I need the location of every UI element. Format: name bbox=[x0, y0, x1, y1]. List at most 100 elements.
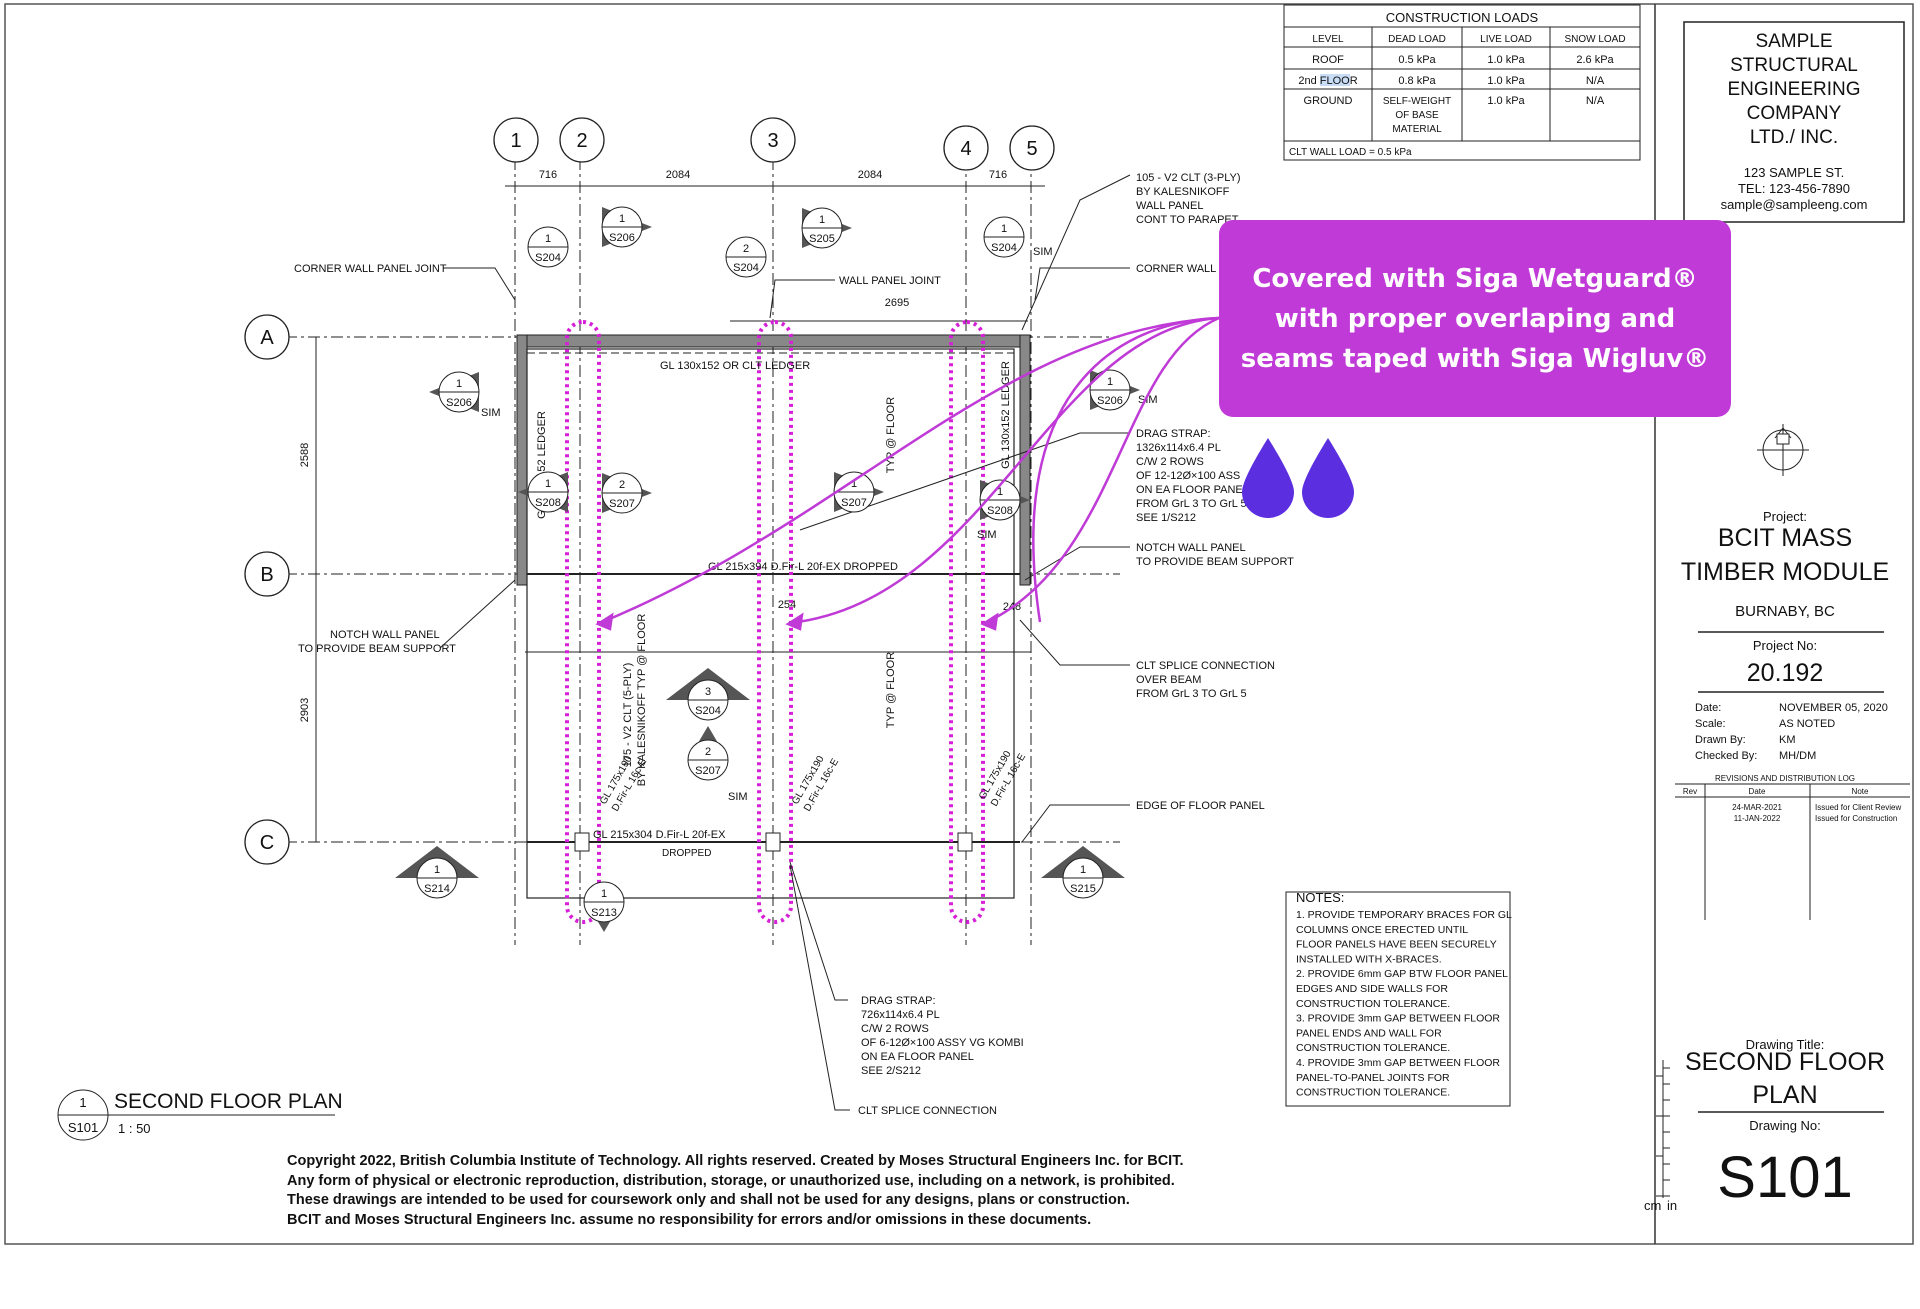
company-name: SAMPLE STRUCTURAL ENGINEERING COMPANY LT… bbox=[1727, 31, 1860, 148]
annotation-corner-wall-left: CORNER WALL PANEL JOINT bbox=[294, 263, 447, 275]
construction-loads-table bbox=[1283, 4, 1641, 161]
drawing-title-line: SECOND FLOOR bbox=[1685, 1048, 1885, 1076]
unit-in: in bbox=[1667, 1198, 1677, 1213]
copyright-line: These drawings are intended to be used f… bbox=[287, 1192, 1130, 1208]
section-marker-sheet: S204 bbox=[535, 252, 561, 264]
revision-header: Note bbox=[1852, 787, 1869, 796]
dimension: 2084 bbox=[858, 169, 882, 181]
copyright-line: BCIT and Moses Structural Engineers Inc.… bbox=[287, 1211, 1092, 1228]
revision-note: Issued for Client Review bbox=[1815, 803, 1901, 812]
section-marker-sheet: S213 bbox=[591, 907, 617, 919]
section-marker-sheet: S207 bbox=[609, 498, 635, 510]
loads-cell: N/A bbox=[1586, 75, 1605, 87]
notes-title: NOTES: bbox=[1296, 890, 1344, 905]
loads-header: DEAD LOAD bbox=[1388, 34, 1446, 45]
note-line: PANEL ENDS AND WALL FOR bbox=[1296, 1027, 1442, 1039]
callout-arrows bbox=[595, 316, 1220, 631]
wetguard-callout: Covered with Siga Wetguard® with proper … bbox=[1219, 220, 1731, 417]
company-address: 123 SAMPLE ST. bbox=[1744, 165, 1844, 180]
section-marker-number: 2 bbox=[743, 243, 749, 255]
loads-cell: SELF-WEIGHT bbox=[1383, 96, 1451, 107]
sheet-border bbox=[4, 3, 1914, 1245]
section-marker-sheet: S204 bbox=[991, 242, 1017, 254]
plan-scale: 1 : 50 bbox=[118, 1121, 151, 1136]
section-marker-sheet: S206 bbox=[446, 397, 472, 409]
section-marker-number: 1 bbox=[1001, 223, 1007, 235]
detail-label: Drawn By: bbox=[1695, 734, 1746, 746]
section-marker-number: 2 bbox=[705, 746, 711, 758]
company-name-line: STRUCTURAL bbox=[1730, 55, 1858, 76]
section-marker-number: 1 bbox=[601, 888, 607, 900]
annotation-line: OF 12-12Ø×100 ASS bbox=[1136, 470, 1240, 482]
annotation-line: NOTCH WALL PANEL bbox=[1136, 542, 1246, 554]
plan-label: TYP @ FLOOR bbox=[885, 397, 897, 473]
loads-headers: LEVEL DEAD LOAD LIVE LOAD SNOW LOAD bbox=[1312, 34, 1625, 45]
annotation-drag-strap-1: DRAG STRAP: 1326x114x6.4 PL C/W 2 ROWS O… bbox=[1136, 428, 1247, 524]
annotation-line: WALL PANEL bbox=[1136, 200, 1203, 212]
company-box bbox=[1683, 21, 1905, 223]
grid-label: 2 bbox=[576, 130, 587, 152]
project-number-label: Project No: bbox=[1753, 638, 1817, 653]
copyright-line: Any form of physical or electronic repro… bbox=[287, 1172, 1175, 1189]
loads-header: LEVEL bbox=[1312, 34, 1344, 45]
loads-header: LIVE LOAD bbox=[1480, 34, 1532, 45]
annotation-line: CONT TO PARAPET bbox=[1136, 214, 1239, 226]
loads-cell: 2nd FLOOR bbox=[1298, 75, 1357, 87]
dimension: 2084 bbox=[666, 169, 690, 181]
grid-bubbles bbox=[244, 117, 1055, 865]
company-email: sample@sampleeng.com bbox=[1721, 197, 1868, 212]
project-name-line: TIMBER MODULE bbox=[1681, 558, 1889, 586]
section-marker-number: 1 bbox=[545, 478, 551, 490]
annotation-edge-of-floor: EDGE OF FLOOR PANEL bbox=[1136, 800, 1265, 812]
note-line: FLOOR PANELS HAVE BEEN SECURELY bbox=[1296, 939, 1497, 951]
loads-cell: 0.5 kPa bbox=[1398, 54, 1436, 66]
section-marker-sheet: S206 bbox=[609, 232, 635, 244]
column-symbols bbox=[574, 832, 973, 852]
loads-cell: OF BASE bbox=[1395, 110, 1439, 121]
loads-cell: 1.0 kPa bbox=[1487, 54, 1525, 66]
revision-header: Date bbox=[1749, 787, 1766, 796]
annotation-drag-strap-2: DRAG STRAP: 726x114x6.4 PL C/W 2 ROWS OF… bbox=[861, 995, 1024, 1077]
annotation-clt-105: 105 - V2 CLT (3-PLY) BY KALESNIKOFF WALL… bbox=[1136, 172, 1241, 226]
annotation-clt-splice-over-beam: CLT SPLICE CONNECTION OVER BEAM FROM GrL… bbox=[1136, 660, 1275, 700]
sim-label: SIM bbox=[481, 407, 501, 419]
section-marker-number: 1 bbox=[997, 486, 1003, 498]
copyright-line: Copyright 2022, British Columbia Institu… bbox=[287, 1153, 1184, 1169]
detail-value: MH/DM bbox=[1779, 750, 1816, 762]
grid-label: A bbox=[260, 327, 274, 349]
loads-cell: 2.6 kPa bbox=[1576, 54, 1614, 66]
annotation-wall-panel-joint: WALL PANEL JOINT bbox=[839, 275, 941, 287]
note-line: CONSTRUCTION TOLERANCE. bbox=[1296, 1087, 1450, 1099]
annotation-line: DRAG STRAP: bbox=[861, 995, 936, 1007]
plan-title-sheet: S101 bbox=[68, 1120, 98, 1135]
plan-title-marker bbox=[57, 1089, 335, 1141]
note-line: INSTALLED WITH X-BRACES. bbox=[1296, 953, 1442, 965]
annotation-clt-splice: CLT SPLICE CONNECTION bbox=[858, 1105, 997, 1117]
annotation-line: BY KALESNIKOFF bbox=[1136, 186, 1230, 198]
plan-label: BY KALESNIKOFF TYP @ FLOOR bbox=[636, 614, 648, 787]
plan-label: GL 215x304 D.Fir-L 20f-EX bbox=[593, 829, 726, 841]
revision-header: Rev bbox=[1683, 787, 1697, 796]
annotation-line: SEE 2/S212 bbox=[861, 1065, 921, 1077]
drawing-title-label: Drawing Title: bbox=[1746, 1037, 1825, 1052]
drawing-no-label: Drawing No: bbox=[1749, 1118, 1821, 1133]
annotation-line: CLT SPLICE CONNECTION bbox=[1136, 660, 1275, 672]
note-line: COLUMNS ONCE ERECTED UNTIL bbox=[1296, 924, 1468, 936]
scale-ruler bbox=[1656, 1060, 1670, 1198]
sim-label: SIM bbox=[1033, 246, 1053, 258]
section-marker-sheet: S208 bbox=[987, 505, 1013, 517]
section-marker-number: 1 bbox=[545, 233, 551, 245]
section-marker-sheet: S215 bbox=[1070, 883, 1096, 895]
section-marker-number: 2 bbox=[619, 479, 625, 491]
plan-title: SECOND FLOOR PLAN bbox=[114, 1090, 343, 1113]
loads-cell: 1.0 kPa bbox=[1487, 75, 1525, 87]
detail-label: Date: bbox=[1695, 702, 1721, 714]
company-name-line: LTD./ INC. bbox=[1750, 127, 1838, 148]
grid-lines bbox=[285, 158, 1120, 945]
